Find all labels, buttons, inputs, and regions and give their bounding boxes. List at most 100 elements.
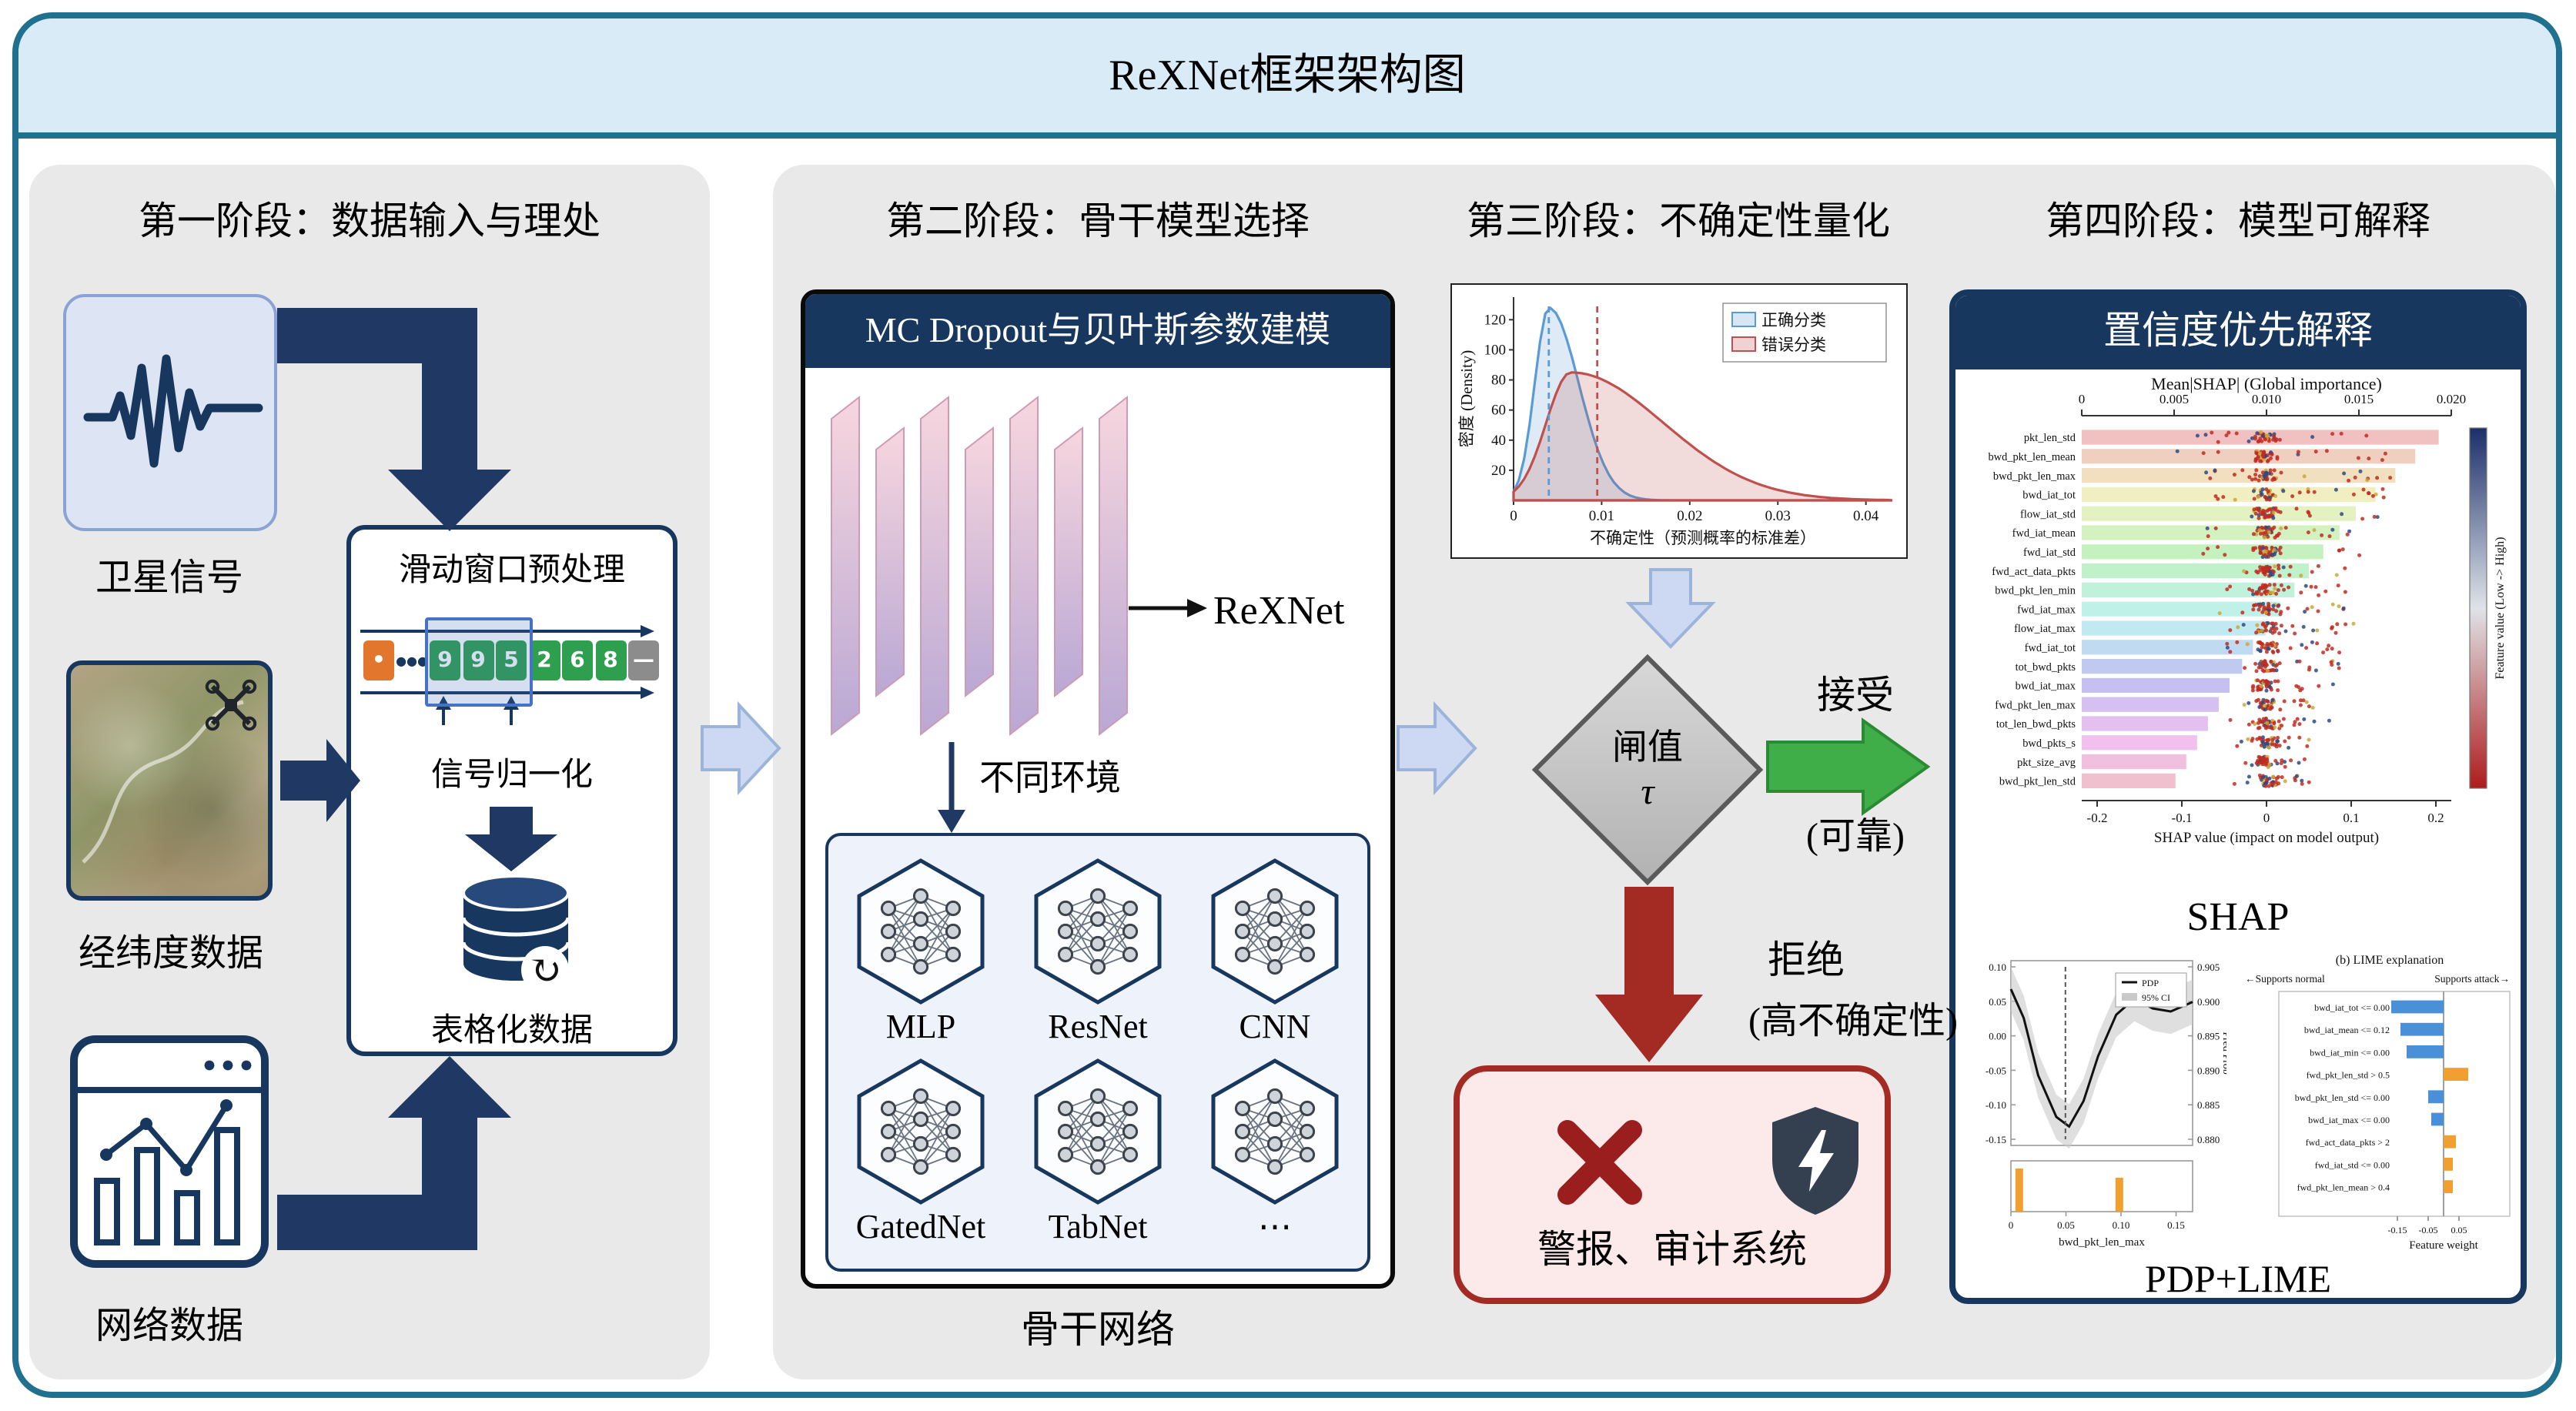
nn-node — [1122, 1123, 1139, 1140]
shap-dot — [2293, 631, 2297, 636]
shap-dot — [2309, 584, 2313, 589]
pdp-hist-bar — [2115, 1178, 2123, 1212]
nn-node — [1299, 923, 1316, 940]
chart-text: 20 — [1491, 463, 1506, 479]
shap-xlabel: SHAP value (impact on model output) — [2154, 830, 2379, 846]
shap-dot — [2269, 705, 2273, 710]
tabular-data-label: 表格化数据 — [431, 1011, 593, 1048]
threshold-symbol: τ — [1641, 773, 1654, 813]
shap-dot — [2277, 563, 2281, 568]
shap-dot — [2259, 592, 2263, 597]
shap-dot — [2312, 528, 2317, 533]
shap-dot — [2260, 567, 2265, 572]
nn-node — [1299, 900, 1316, 917]
shap-dot — [2271, 516, 2276, 520]
terrain-overlay — [82, 679, 257, 864]
shap-dot — [2252, 497, 2257, 501]
shap-dot — [2263, 610, 2268, 614]
pdp-hist-bar — [2015, 1169, 2023, 1212]
lime-xtick: -0.05 — [2419, 1225, 2438, 1235]
shap-importance-bar — [2082, 449, 2416, 464]
sliding-window-title: 滑动窗口预处理 — [399, 551, 625, 588]
backbone-model-hexagon — [857, 1058, 985, 1205]
nn-node — [1234, 1146, 1251, 1163]
shap-dot — [2251, 592, 2256, 597]
shap-dot — [2264, 650, 2269, 654]
shap-dot — [2283, 526, 2288, 530]
shap-dot — [2216, 440, 2220, 444]
shap-dot — [2267, 604, 2271, 608]
shap-dot — [2357, 553, 2362, 557]
shap-dot — [2275, 533, 2280, 538]
chart-text: 120 — [1484, 312, 1507, 328]
shap-colorbar — [2469, 427, 2487, 789]
shap-dot — [2310, 435, 2315, 440]
shap-dot — [2343, 566, 2347, 570]
chart-text: 100 — [1484, 342, 1507, 358]
lime-row-label: fwd_pkt_len_mean > 0.4 — [2297, 1182, 2390, 1193]
nn-node — [1266, 1159, 1283, 1175]
shap-dot — [2264, 688, 2269, 693]
diagram-title: ReXNet框架架构图 — [1109, 52, 1466, 100]
shap-dot — [2270, 698, 2275, 703]
shap-dot — [2277, 573, 2282, 578]
shap-dot — [2321, 650, 2326, 655]
shap-importance-bar — [2082, 544, 2323, 560]
shap-dot — [2345, 532, 2350, 537]
shap-dot — [2304, 646, 2309, 650]
shap-dot — [2273, 535, 2277, 540]
lime-xtick: -0.15 — [2388, 1225, 2407, 1235]
backbone-caption: 骨干网络 — [1020, 1310, 1175, 1352]
pdp-legend-label: 95% CI — [2142, 992, 2170, 1003]
shap-dot — [2299, 573, 2303, 578]
shap-feature-label: bwd_iat_tot — [2022, 490, 2076, 502]
shap-dot — [2216, 450, 2220, 454]
shap-dot — [2301, 698, 2306, 703]
shap-dot — [2273, 758, 2278, 763]
shap-dot — [2233, 497, 2237, 502]
shap-dot — [2266, 489, 2270, 493]
shap-dot — [2228, 628, 2233, 633]
shap-dot — [2235, 744, 2240, 748]
shap-dot — [2262, 535, 2267, 540]
shap-feature-label: bwd_pkt_len_mean — [1988, 451, 2076, 463]
shap-dot — [2256, 440, 2260, 444]
shap-dot — [2275, 456, 2280, 461]
shap-dot — [2260, 470, 2265, 475]
shap-dot — [2375, 476, 2380, 480]
shap-dot — [2315, 641, 2320, 646]
nn-node — [1057, 946, 1074, 963]
shap-dot — [2293, 720, 2297, 724]
shap-dot — [2278, 545, 2283, 550]
lime-weight-bar — [2391, 1000, 2444, 1014]
shap-dot — [2380, 458, 2384, 463]
pdp-hist-tick: 0.05 — [2057, 1219, 2075, 1231]
nn-node — [912, 888, 929, 904]
shap-dot — [2281, 717, 2286, 721]
shap-dot — [2256, 697, 2260, 702]
lime-row-label: fwd_act_data_pkts > 2 — [2306, 1137, 2390, 1148]
shap-dot — [2267, 497, 2272, 502]
shap-dot — [2268, 590, 2273, 595]
mc-dropout-header: MC Dropout与贝叶斯参数建模 — [805, 294, 1390, 368]
shap-dot — [2277, 781, 2281, 786]
shap-dot — [2300, 778, 2304, 783]
shap-dot — [2283, 629, 2288, 634]
density-xlabel: 不确定性（预测概率的标准差） — [1590, 529, 1816, 547]
shap-dot — [2288, 646, 2293, 650]
pdp-left-tick: -0.10 — [1986, 1099, 2006, 1111]
shap-dot — [2257, 516, 2261, 520]
shap-dot — [2260, 668, 2265, 673]
lime-row-label: bwd_iat_max <= 0.00 — [2308, 1115, 2390, 1125]
shap-dot — [2265, 721, 2270, 725]
shap-dot — [2281, 565, 2286, 570]
shap-dot — [2253, 476, 2258, 481]
shap-dot — [2290, 494, 2295, 499]
nn-node — [1266, 935, 1283, 952]
chart-text: 0.03 — [1765, 508, 1791, 524]
shap-dot — [2297, 735, 2302, 740]
chart-text: 80 — [1491, 373, 1506, 389]
shap-feature-label: fwd_iat_std — [2023, 547, 2076, 559]
sequence-cell: • — [363, 640, 394, 680]
shap-dot — [2317, 684, 2321, 688]
